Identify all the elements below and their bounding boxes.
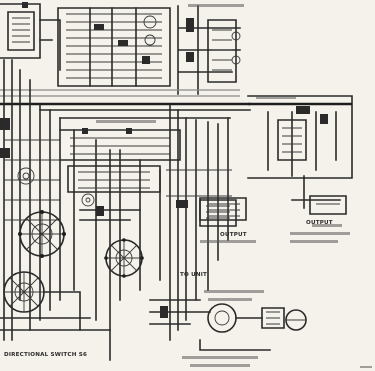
right-fuse-block [199, 197, 247, 221]
right-connector-block [247, 95, 353, 215]
main-bus [0, 89, 251, 119]
directional-switch-label: DIRECTIONAL SWITCH S6 [4, 352, 87, 358]
schematic-labels: OUTPUT OUTPUT DIRECTIONAL SWITCH S6 TO U… [4, 220, 333, 358]
top-left-block [0, 2, 61, 71]
center-component-area [59, 117, 181, 331]
output-label-center: OUTPUT [220, 232, 247, 238]
top-terminal-strip [57, 7, 171, 87]
illegible-annotations [96, 4, 372, 368]
left-harness [0, 59, 60, 341]
top-right-connector [177, 5, 241, 95]
output-plug-assembly [199, 303, 307, 351]
left-rotary-switch [18, 210, 66, 258]
output-label-right: OUTPUT [306, 220, 333, 226]
center-rotary-switch [104, 238, 144, 278]
to-unit-label: TO UNIT [180, 272, 207, 278]
center-right-bundle [149, 103, 237, 341]
